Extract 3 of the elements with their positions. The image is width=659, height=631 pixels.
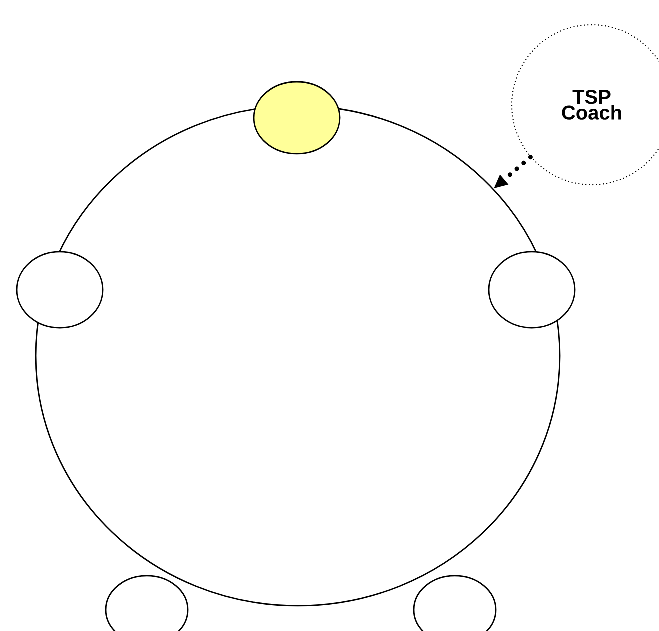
member-circle <box>488 251 576 329</box>
member-circle <box>16 251 104 329</box>
member-circle <box>253 81 341 155</box>
